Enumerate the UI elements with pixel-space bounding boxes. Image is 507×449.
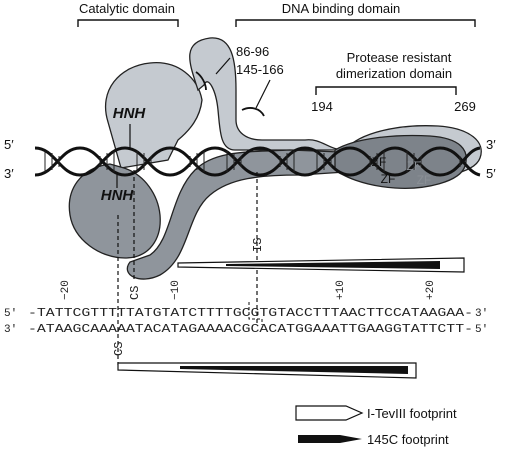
hnh-top-label: HNH [113,105,147,122]
seq-top-strand: -TATTCGTTTTTATGTATCTTTTGCGTGTACCTTTAACTT… [28,307,473,320]
seq-top-5prime: 5′ [4,308,17,320]
scale-minus-10: −10 [170,280,182,300]
dna-top-left-end: 5′ [4,137,14,152]
dimerization-label-line1: Protease resistant [347,50,452,65]
hnh-bottom-label: HNH [101,187,135,204]
cs-top-label: CS [128,286,142,300]
dna-double-helix [34,146,481,177]
residue-range-b-label: 145-166 [236,62,284,77]
dna-top-right-end: 3′ [486,137,496,152]
residue-end-label: 269 [454,99,476,114]
catalytic-domain-label: Catalytic domain [79,1,175,16]
is-cut-marker [248,302,263,325]
zf-label-2: ZF [407,159,422,173]
seq-top-3prime: 3′ [475,308,488,320]
residue-start-label: 194 [311,99,333,114]
seq-bottom-strand: -ATAAGCAAAAATACATAGAAAACGCACATGGAAATTGAA… [28,323,473,336]
contact-arc-lower [241,107,265,117]
legend-tev-swatch [295,405,364,421]
legend-tev-label: I-TevIII footprint [367,406,457,421]
scale-plus-10: +10 [335,280,347,300]
catalytic-bracket [77,19,179,27]
dimerization-label-line2: dimerization domain [336,66,452,81]
leader-line-a [215,57,231,75]
scale-plus-20: +20 [425,280,437,300]
zf-label-3: ZF [381,172,396,186]
cs-bottom-label: CS [112,342,126,356]
dna-binding-domain-label: DNA binding domain [282,1,401,16]
seq-bottom-3prime: 3′ [4,324,17,336]
scale-minus-20: −20 [60,280,72,300]
is-label: IS [251,238,265,252]
dna-bottom-right-end: 5′ [486,166,496,181]
contact-arc-upper [195,71,207,91]
seq-bottom-5prime: 5′ [475,324,488,336]
leader-line-b [255,79,271,109]
legend: I-TevIII footprint 145C footprint [295,405,457,447]
legend-145c-swatch [298,435,362,443]
residue-range-a-label: 86-96 [236,44,269,59]
legend-145c-label: 145C footprint [367,432,449,447]
upper-footprint-bar [177,257,465,273]
zf-label-4: ZF [417,173,432,187]
dna-bottom-left-end: 3′ [4,166,14,181]
lower-footprint-bar [117,362,417,379]
dna-binding-bracket [235,19,476,27]
zf-label-1: ZF [372,155,387,169]
dimerization-bracket [315,86,457,95]
